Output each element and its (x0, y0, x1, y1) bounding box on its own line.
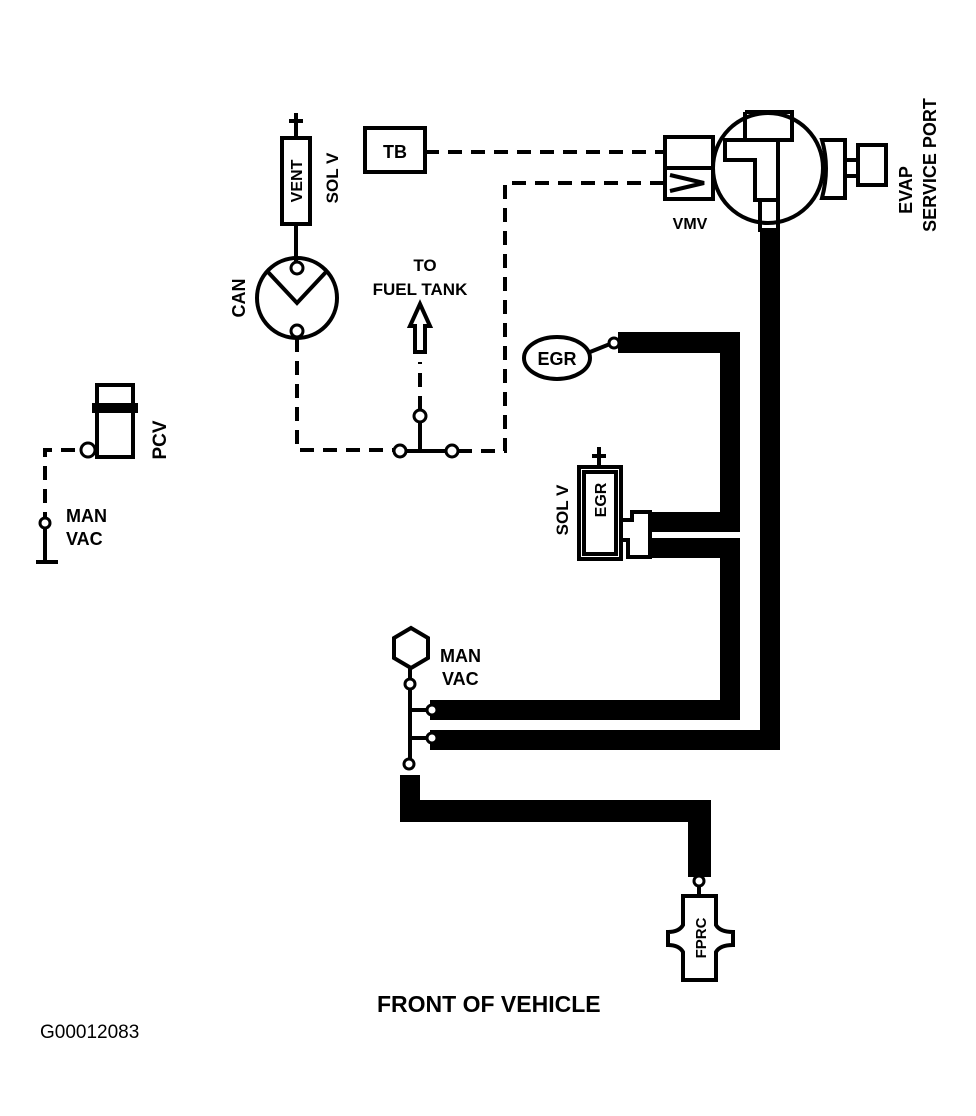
canister-purge-line (295, 338, 393, 452)
egr-valve-hose (618, 332, 740, 532)
to-label: TO (413, 256, 436, 275)
fprc-label: FPRC (693, 917, 710, 958)
canister: CAN (229, 256, 339, 340)
vmv-purge-line (458, 181, 665, 453)
vent-label: VENT (289, 159, 306, 202)
vapor-management-valve: VMV EVAP SERVICE PORT (663, 98, 940, 233)
throttle-body: TB (363, 126, 665, 174)
man-vac-label-1: MAN (440, 646, 481, 666)
service-port-label: SERVICE PORT (920, 98, 940, 232)
egr-solenoid-hose (430, 538, 740, 720)
fprc-solenoid: FPRC (666, 874, 735, 982)
egr-solenoid: EGR SOL V (553, 447, 652, 561)
can-label: CAN (229, 279, 249, 318)
vmv-label: VMV (673, 216, 708, 233)
pcv-man-vac-label-1: MAN (66, 506, 107, 526)
fuel-tank-label: FUEL TANK (373, 280, 468, 299)
tb-label: TB (383, 142, 407, 162)
fprc-hose (400, 775, 711, 877)
man-vac-label-2: VAC (442, 669, 479, 689)
pcv-label: PCV (150, 420, 171, 459)
pcv-valve: PCV MAN VAC (36, 383, 171, 564)
front-of-vehicle-label: FRONT OF VEHICLE (377, 991, 601, 1017)
to-fuel-tank-arrow-icon (406, 299, 434, 354)
manifold-vacuum-fitting: MAN VAC (392, 625, 481, 771)
egr-sol-v-label: SOL V (553, 484, 572, 535)
pcv-man-vac-label-2: VAC (66, 529, 103, 549)
egr-valve: EGR (522, 335, 621, 381)
figure-id: G00012083 (40, 1022, 139, 1043)
egr-valve-label: EGR (537, 349, 576, 369)
evap-label: EVAP (896, 166, 916, 214)
vent-sol-v-label: SOL V (323, 152, 342, 203)
egr-sol-label: EGR (593, 482, 610, 517)
vent-solenoid: VENT SOL V (280, 113, 342, 262)
